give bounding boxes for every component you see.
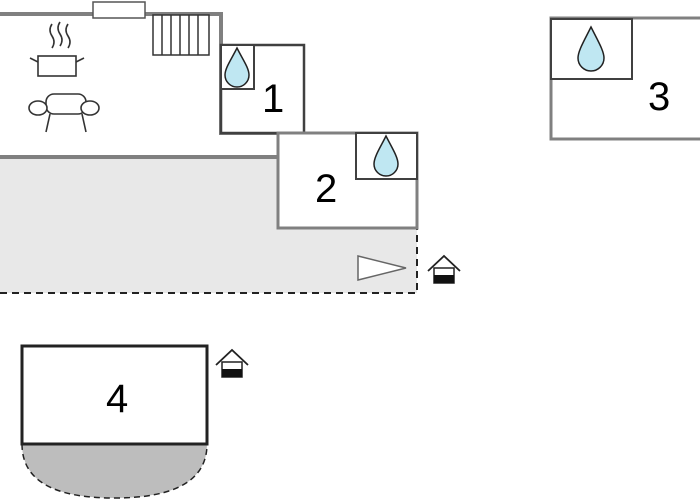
room-3-label: 3 xyxy=(648,75,670,119)
garden-area xyxy=(21,443,208,499)
sofa-icon xyxy=(28,93,100,133)
room-4 xyxy=(20,344,209,446)
stove-icon xyxy=(29,21,85,77)
direction-arrow-icon xyxy=(357,255,407,281)
water-drop-icon xyxy=(373,134,399,177)
terrace-area xyxy=(0,157,417,293)
terrace-dashed-edge xyxy=(0,228,418,294)
room-1-label: 1 xyxy=(262,77,284,121)
window-icon xyxy=(92,1,146,19)
water-drop-icon xyxy=(224,46,250,88)
water-drop-icon xyxy=(577,25,605,72)
entrance-icon xyxy=(215,348,249,378)
entrance-icon xyxy=(427,254,461,284)
room-4-label: 4 xyxy=(106,377,128,421)
room-2-label: 2 xyxy=(315,167,337,211)
radiator-icon xyxy=(152,14,210,56)
